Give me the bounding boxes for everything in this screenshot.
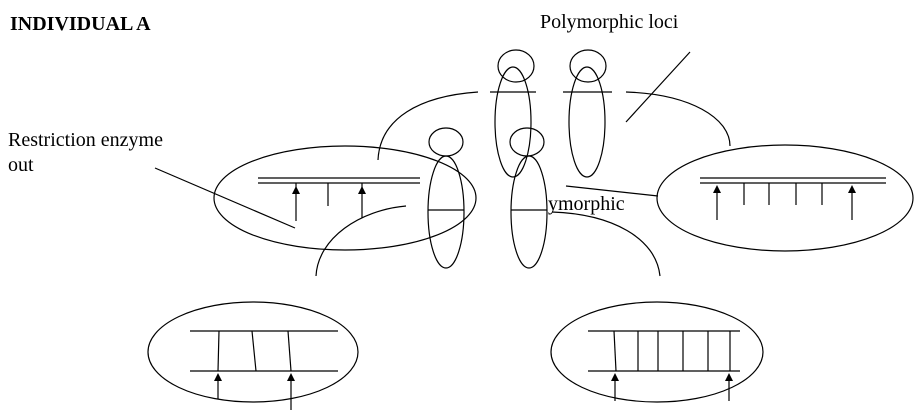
connector-arc-top-left — [377, 91, 479, 161]
connector-arc-top-right — [625, 91, 731, 147]
dna-callout-c — [147, 301, 359, 410]
restriction-enzyme-line1: Restriction enzyme — [8, 129, 163, 151]
restriction-enzyme-label: Restriction enzyme out — [8, 128, 208, 178]
chromosome-front-right — [509, 127, 548, 269]
polymorphic-label: ymorphic — [548, 193, 625, 215]
chromosome-front-left — [427, 127, 465, 269]
chromosome-back-left — [490, 49, 536, 178]
connector-arc-bottom-left — [315, 205, 407, 277]
restriction-enzyme-line2: out — [8, 154, 34, 176]
polymorphic-loci-pointer — [625, 51, 691, 123]
connector-arc-bottom-right — [551, 211, 661, 277]
diagram-title: INDIVIDUAL A — [10, 13, 151, 35]
dna-callout-d — [550, 301, 764, 403]
dna-callout-a — [213, 145, 477, 251]
chromosome-back-right — [563, 49, 612, 178]
polymorphic-loci-label: Polymorphic loci — [540, 11, 679, 33]
polymorphic-pointer — [565, 185, 659, 197]
restriction-enzyme-pointer — [154, 167, 296, 229]
dna-callout-b — [656, 144, 914, 252]
